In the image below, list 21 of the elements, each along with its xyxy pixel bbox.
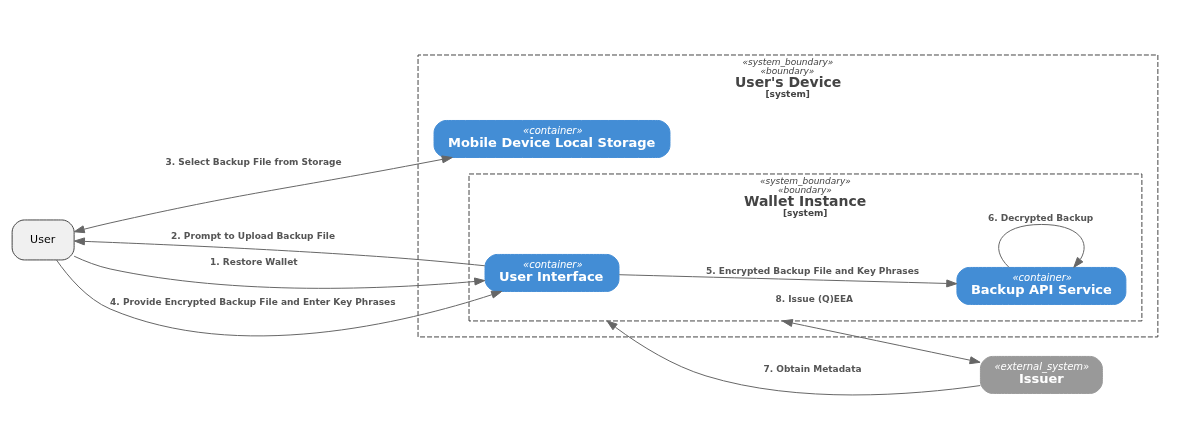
arrow xyxy=(56,259,503,337)
edge-label: 3. Select Backup File from Storage xyxy=(165,157,342,168)
node-box: «container» Mobile Device Local Storage xyxy=(433,120,671,158)
edge-label: 2. Prompt to Upload Backup File xyxy=(171,231,336,242)
edge-label: 7. Obtain Metadata xyxy=(763,364,862,375)
edge-label: 6. Decrypted Backup xyxy=(987,212,1094,223)
node-box: «container» User Interface xyxy=(484,253,620,292)
arrow xyxy=(606,320,981,396)
edge-label: 1. Restore Wallet xyxy=(210,257,298,268)
arrow xyxy=(618,274,958,288)
arrow xyxy=(73,255,486,289)
edge-label: 4. Provide Encrypted Backup File and Enter Key Phrases xyxy=(110,297,396,308)
node-box: «container» Backup API Service xyxy=(956,266,1127,305)
arrow xyxy=(998,223,1085,268)
node-box: User xyxy=(11,219,75,261)
arrow xyxy=(781,319,981,365)
node-box: «external_system» Issuer xyxy=(979,355,1103,394)
edge-label: 5. Encrypted Backup File and Key Phrases xyxy=(705,266,920,277)
arrow xyxy=(73,237,486,267)
edge-label: 8. Issue (Q)EEA xyxy=(775,294,853,305)
arrow xyxy=(73,155,453,234)
